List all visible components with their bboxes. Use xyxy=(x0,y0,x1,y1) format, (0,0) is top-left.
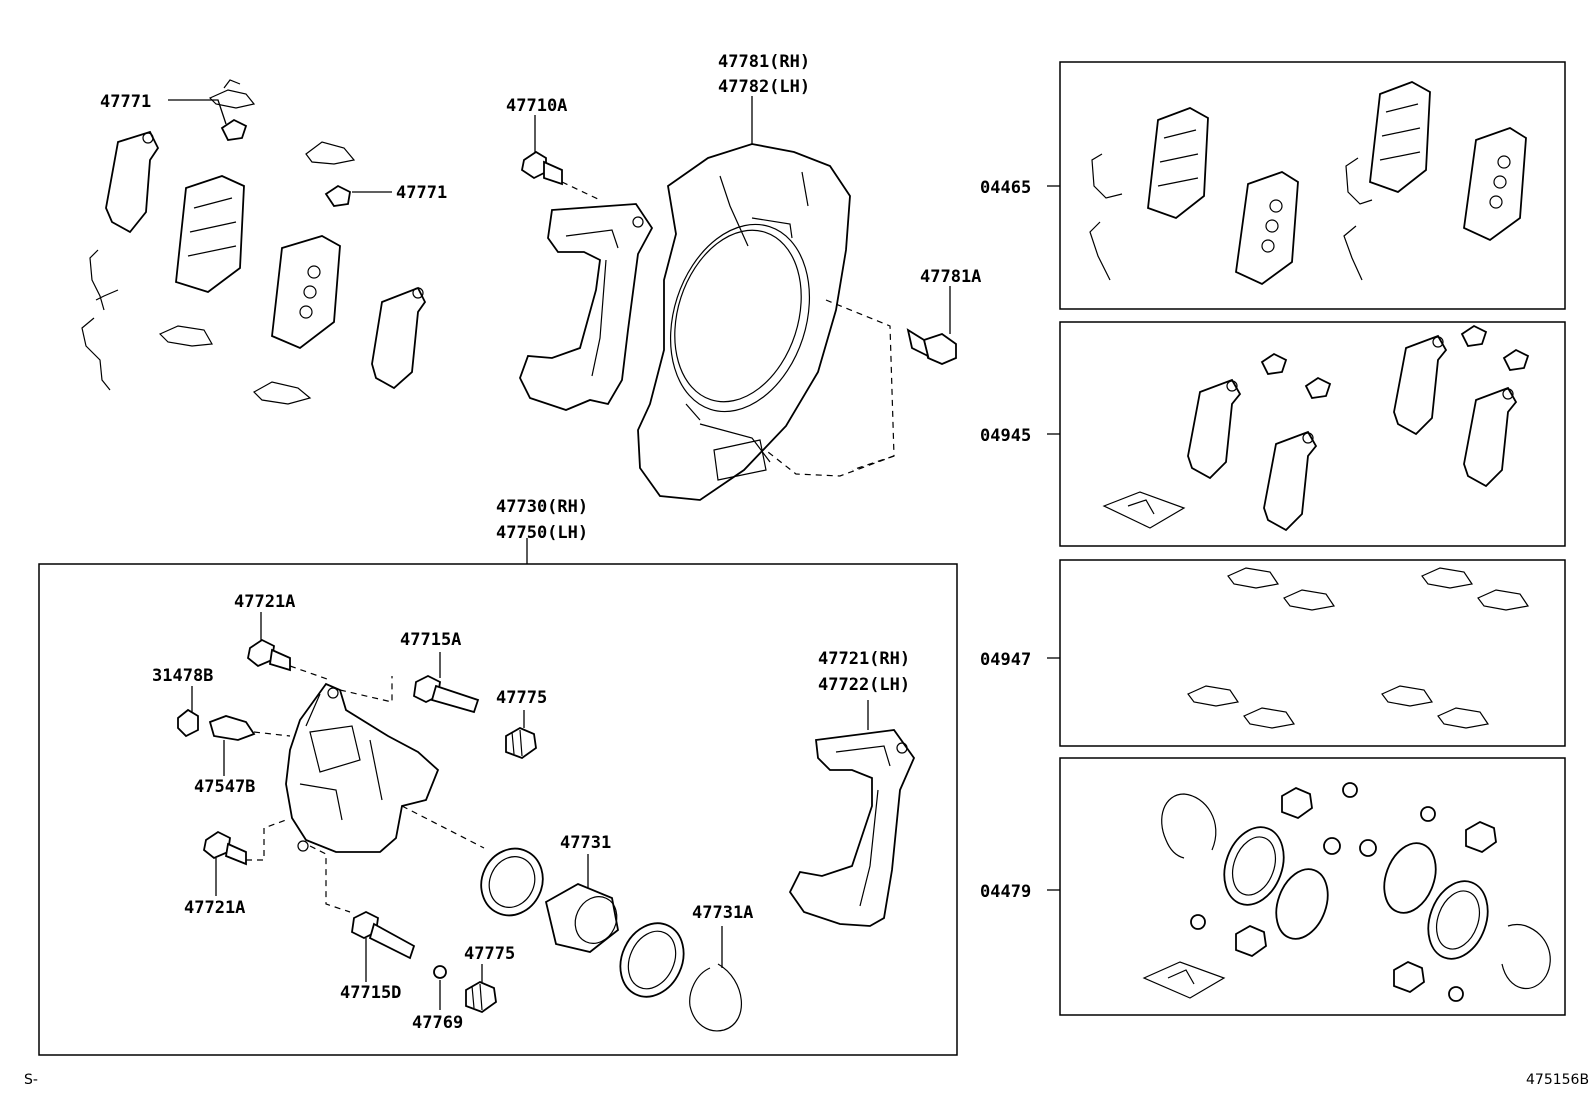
kit-04465-parts xyxy=(1089,81,1527,286)
part-number-labels: 47771 47771 47710A 47781(RH) 47782(LH) 4… xyxy=(100,52,1031,1033)
label-47731: 47731 xyxy=(560,833,611,853)
label-47781-rh: 47781(RH) xyxy=(718,52,810,72)
corner-code-right: 475156B xyxy=(1526,1072,1589,1088)
label-47775-top: 47775 xyxy=(496,688,547,708)
label-47771-right: 47771 xyxy=(396,183,447,203)
label-47715A: 47715A xyxy=(400,630,461,650)
label-04947: 04947 xyxy=(980,650,1031,670)
kit-04945-parts xyxy=(1102,324,1530,532)
corner-code-left: S- xyxy=(24,1072,38,1088)
label-47750-lh: 47750(LH) xyxy=(496,523,588,543)
label-47547B: 47547B xyxy=(194,777,255,797)
kit-04479-parts xyxy=(1142,782,1551,1002)
label-04945: 04945 xyxy=(980,426,1031,446)
label-47722-lh: 47722(LH) xyxy=(818,675,910,695)
label-47771-top: 47771 xyxy=(100,92,151,112)
caliper-mount-and-shield xyxy=(519,143,957,501)
kit-box-04479 xyxy=(1059,757,1566,1016)
label-47710A: 47710A xyxy=(506,96,567,116)
label-47721A-bottom: 47721A xyxy=(184,898,245,918)
kit-box-04947 xyxy=(1059,559,1566,747)
label-47769: 47769 xyxy=(412,1013,463,1033)
caliper-assembly-box xyxy=(38,563,958,1056)
label-47781A: 47781A xyxy=(920,267,981,287)
label-47715D: 47715D xyxy=(340,983,401,1003)
label-47775-bottom: 47775 xyxy=(464,944,515,964)
label-04465: 04465 xyxy=(980,178,1031,198)
label-04479: 04479 xyxy=(980,882,1031,902)
kit-04947-parts xyxy=(1187,567,1530,729)
leader-lines xyxy=(168,96,1060,1010)
label-47731A: 47731A xyxy=(692,903,753,923)
label-47730-rh: 47730(RH) xyxy=(496,497,588,517)
label-47782-lh: 47782(LH) xyxy=(718,77,810,97)
pad-set-top-left xyxy=(81,79,427,405)
label-47721-rh: 47721(RH) xyxy=(818,649,910,669)
label-31478B: 31478B xyxy=(152,666,213,686)
label-47721A-top: 47721A xyxy=(234,592,295,612)
caliper-assembly-parts xyxy=(177,638,916,1032)
